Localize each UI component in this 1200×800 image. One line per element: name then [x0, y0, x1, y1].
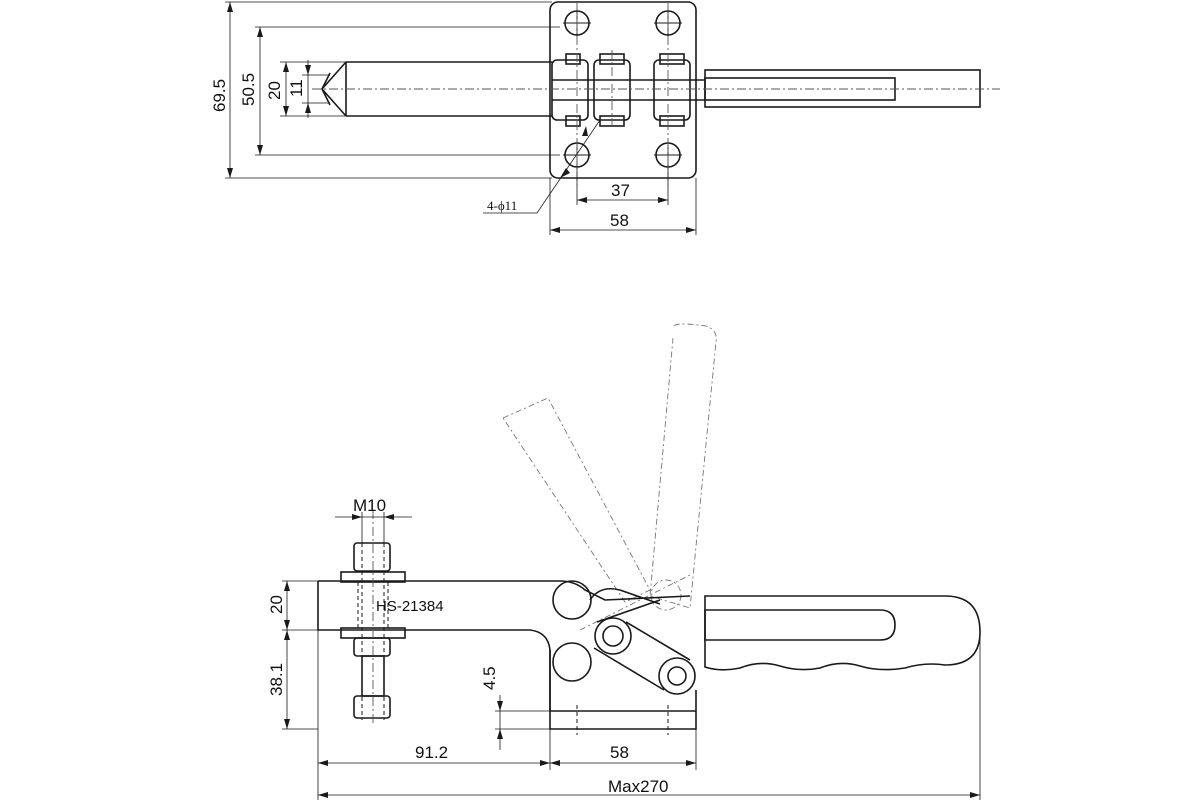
side-view: HS-21384 M10 20 38.1 4.5 91.2: [267, 323, 981, 800]
dim-38-1-label: 38.1: [267, 663, 286, 696]
dim-20-label: 20: [265, 81, 284, 100]
dim-58-top: 58: [549, 178, 697, 235]
dim-58-top-label: 58: [610, 211, 629, 230]
dim-37: 37: [576, 168, 669, 205]
dim-4-5: 4.5: [480, 666, 550, 750]
clamp-bar: [320, 61, 552, 117]
hole-note: 4-ϕ11: [483, 119, 601, 214]
dim-91-2-label: 91.2: [415, 743, 448, 762]
base-plate: [549, 1, 697, 179]
model-label: HS-21384: [376, 598, 444, 615]
dim-20-side-label: 20: [267, 595, 286, 614]
dim-50-5: 50.5: [239, 26, 560, 156]
dim-m10: M10: [335, 496, 412, 545]
dim-69-5-label: 69.5: [210, 79, 229, 112]
base-block: [549, 650, 697, 730]
top-view: 69.5 50.5 20 11 37 58: [210, 1, 1000, 235]
dim-50-5-label: 50.5: [239, 73, 258, 106]
hinge-blocks: [551, 53, 705, 127]
dim-11: 11: [287, 60, 330, 118]
spindle-bolt: [340, 510, 406, 725]
dim-58-side-label: 58: [610, 743, 629, 762]
dim-38-1: 38.1: [267, 630, 318, 730]
dim-20: 20: [265, 61, 346, 117]
dim-max270: Max270: [318, 632, 981, 800]
ghost-handle-positions: [502, 323, 717, 631]
dim-69-5: 69.5: [210, 1, 552, 179]
dim-20-side: 20: [267, 580, 318, 631]
dim-37-label: 37: [611, 181, 630, 200]
pivots: [552, 580, 696, 695]
handle-top: [704, 69, 981, 108]
dim-91-2: 91.2: [317, 630, 551, 800]
dim-4-5-label: 4.5: [480, 666, 499, 690]
handle-side: [704, 595, 981, 671]
hole-note-label: 4-ϕ11: [487, 198, 517, 213]
dim-m10-label: M10: [353, 496, 386, 515]
dim-11-label: 11: [287, 79, 306, 97]
clamp-arm: [317, 580, 691, 711]
dim-58-side: 58: [550, 729, 697, 770]
dim-max270-label: Max270: [608, 777, 668, 796]
